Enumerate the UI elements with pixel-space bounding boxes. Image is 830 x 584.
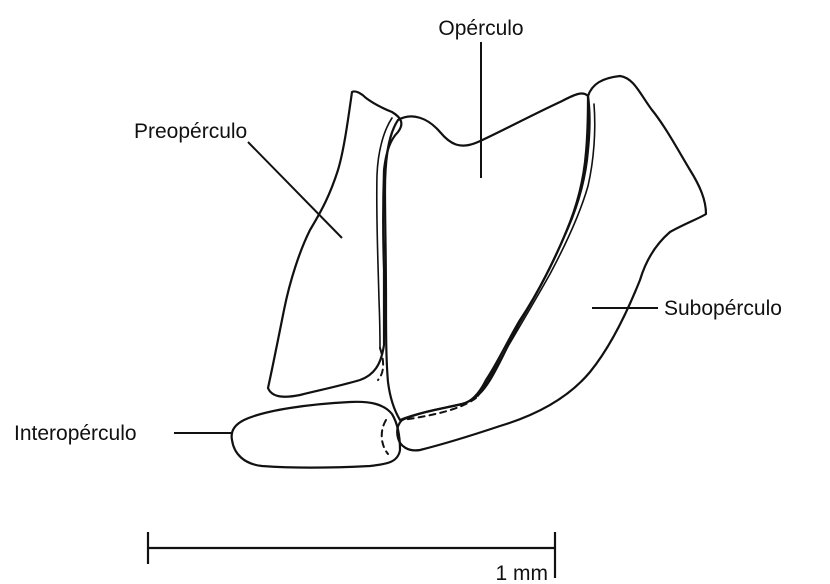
preoperculo-leader	[248, 142, 342, 238]
operculo-label: Opérculo	[438, 17, 523, 40]
suboperculo-label: Subopérculo	[664, 297, 782, 320]
suboperculo-inner-edge	[478, 104, 595, 396]
interoperculo-label: Interopérculo	[14, 422, 137, 445]
scale-bar: 1 mm	[148, 532, 555, 584]
preoperculo-label: Preopérculo	[134, 120, 247, 143]
suboperculo-bone	[397, 76, 706, 450]
interoperculo-bone	[232, 402, 400, 468]
interoperculo-dashed-edge	[382, 420, 388, 454]
scale-bar-label: 1 mm	[496, 562, 549, 584]
